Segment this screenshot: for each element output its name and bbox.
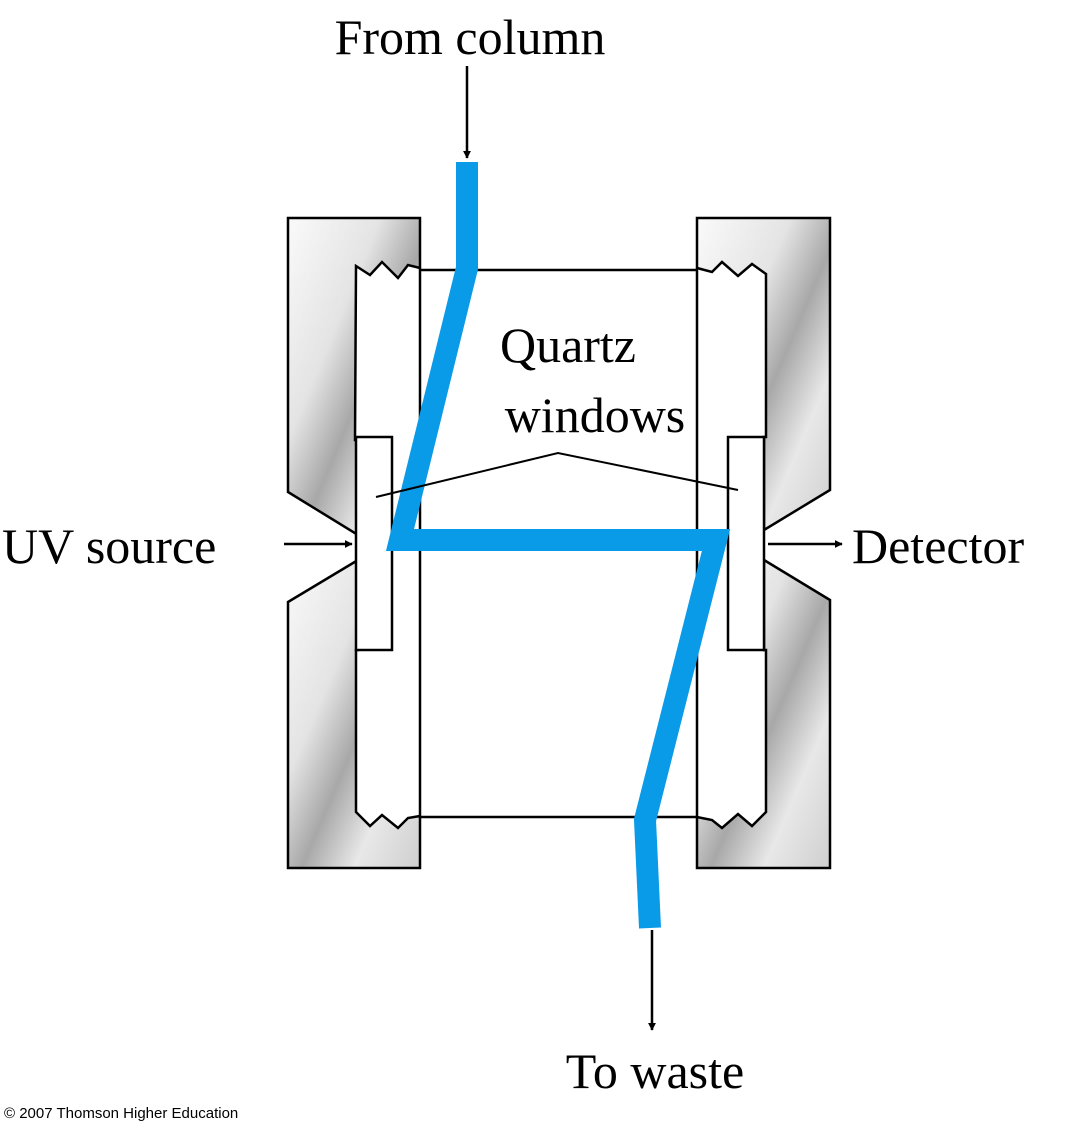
flow-path [385, 162, 731, 929]
quartz-leader-lines [375, 451, 739, 498]
label-to-waste: To waste [566, 1043, 744, 1099]
holder-bottom-right [695, 557, 832, 870]
label-uv-source: UV source [2, 518, 216, 574]
label-detector: Detector [852, 518, 1024, 574]
holder-top-left [286, 216, 422, 538]
label-from-column: From column [335, 9, 606, 65]
holder-top-right [695, 216, 832, 533]
label-quartz-line2: windows [505, 387, 686, 443]
holder-bottom-left [286, 557, 422, 870]
copyright-notice: © 2007 Thomson Higher Education [4, 1105, 238, 1122]
quartz-window-right [726, 435, 766, 652]
quartz-window-left [354, 435, 394, 652]
label-quartz-line1: Quartz [500, 317, 636, 373]
